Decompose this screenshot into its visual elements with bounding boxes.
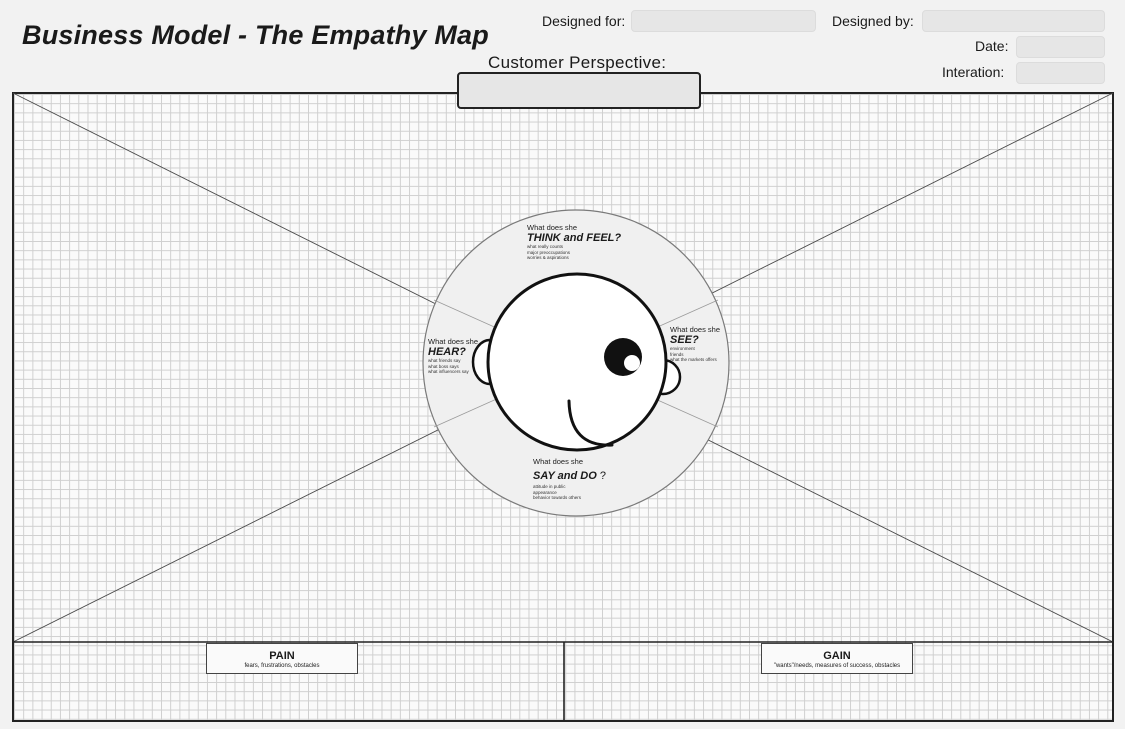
say-title-row: SAY and DO ? xyxy=(533,466,606,484)
gain-subtitle: "wants"/needs, measures of success, obst… xyxy=(762,663,912,669)
gain-title: GAIN xyxy=(762,650,912,662)
think-feel-quadrant: What does she THINK and FEEL? what reall… xyxy=(527,223,621,261)
hear-title: HEAR? xyxy=(428,346,478,358)
see-prefix: What does she xyxy=(670,325,720,334)
see-title: SEE? xyxy=(670,334,720,346)
pain-subtitle: fears, frustrations, obstacles xyxy=(207,663,357,669)
customer-perspective-field[interactable] xyxy=(457,72,701,109)
say-title: SAY and DO xyxy=(533,470,597,482)
customer-perspective-label: Customer Perspective: xyxy=(488,53,666,73)
think-prefix: What does she xyxy=(527,223,621,232)
say-do-quadrant: What does she SAY and DO ? attitude in p… xyxy=(533,457,606,501)
say-mark: ? xyxy=(597,470,606,482)
gain-label-box: GAIN "wants"/needs, measures of success,… xyxy=(761,643,913,674)
say-prefix: What does she xyxy=(533,457,606,466)
eye-highlight xyxy=(624,355,640,371)
pain-label-box: PAIN fears, frustrations, obstacles xyxy=(206,643,358,674)
hear-prefix: What does she xyxy=(428,337,478,346)
pain-title: PAIN xyxy=(207,650,357,662)
think-title: THINK and FEEL? xyxy=(527,232,621,244)
